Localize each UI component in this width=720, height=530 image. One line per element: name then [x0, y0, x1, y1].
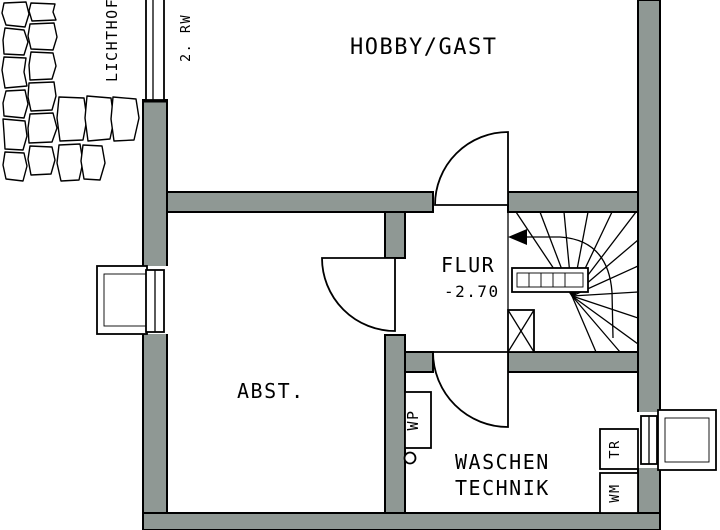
handrail-outer: [511, 267, 589, 293]
room-label-waschen: WASCHEN: [455, 450, 550, 474]
walls: [142, 0, 661, 530]
dryer-box: [599, 428, 639, 470]
wall-abst-east-lower: [384, 334, 406, 514]
wall-waschen-north-left: [404, 351, 434, 373]
heat-pump-box: [404, 391, 432, 449]
installation-shaft: [507, 309, 535, 353]
window-right-lightshaft: [636, 409, 717, 471]
rubble-masonry-lightwell: [1, 1, 140, 182]
washer-box: [599, 472, 639, 514]
room-label-hobby: HOBBY/GAST: [350, 35, 497, 60]
walk-line: [526, 236, 614, 339]
room-label-abst: ABST.: [237, 379, 305, 403]
lightshaft-outer: [96, 265, 148, 335]
door-waschen: [432, 351, 509, 428]
wall-bottom: [142, 512, 661, 530]
wall-right: [637, 0, 661, 530]
stair-handrail: [511, 267, 589, 293]
window-escape-top: [143, 0, 167, 103]
level-annotation: -2.70: [444, 282, 500, 301]
equipment: [403, 391, 639, 514]
doors: [321, 131, 509, 428]
room-label-flur: FLUR: [441, 253, 495, 277]
dryer-label: TR: [607, 439, 623, 458]
shaft-cross-2: [507, 309, 535, 353]
door-abst: [321, 257, 396, 332]
wall-hobby-south-right: [507, 191, 639, 213]
washer-label: WM: [607, 483, 623, 502]
window-frame: [145, 0, 165, 101]
direction-arrow-icon: [508, 229, 527, 245]
window-left-lightshaft: [96, 265, 169, 335]
door-hobby: [434, 131, 509, 206]
handrail-inner: [516, 272, 584, 288]
wall-waschen-north-right: [507, 351, 639, 373]
wall-hobby-south-left: [166, 191, 434, 213]
heat-pump-label: WP: [404, 409, 422, 430]
lightshaft-outer: [657, 409, 717, 471]
lightshaft-inner: [664, 417, 710, 463]
staircase: [507, 211, 639, 353]
wall-abst-east-upper: [384, 211, 406, 259]
floor-drain-icon: [403, 451, 417, 465]
stair-walking-line: [508, 229, 614, 339]
labels: HOBBY/GAST FLUR -2.70 ABST. WASCHEN TECH…: [103, 0, 623, 503]
room-label-technik: TECHNIK: [455, 476, 550, 500]
escape-route-annotation: 2. RW: [178, 14, 194, 62]
lichthof-annotation: LICHTHOF: [103, 0, 121, 82]
